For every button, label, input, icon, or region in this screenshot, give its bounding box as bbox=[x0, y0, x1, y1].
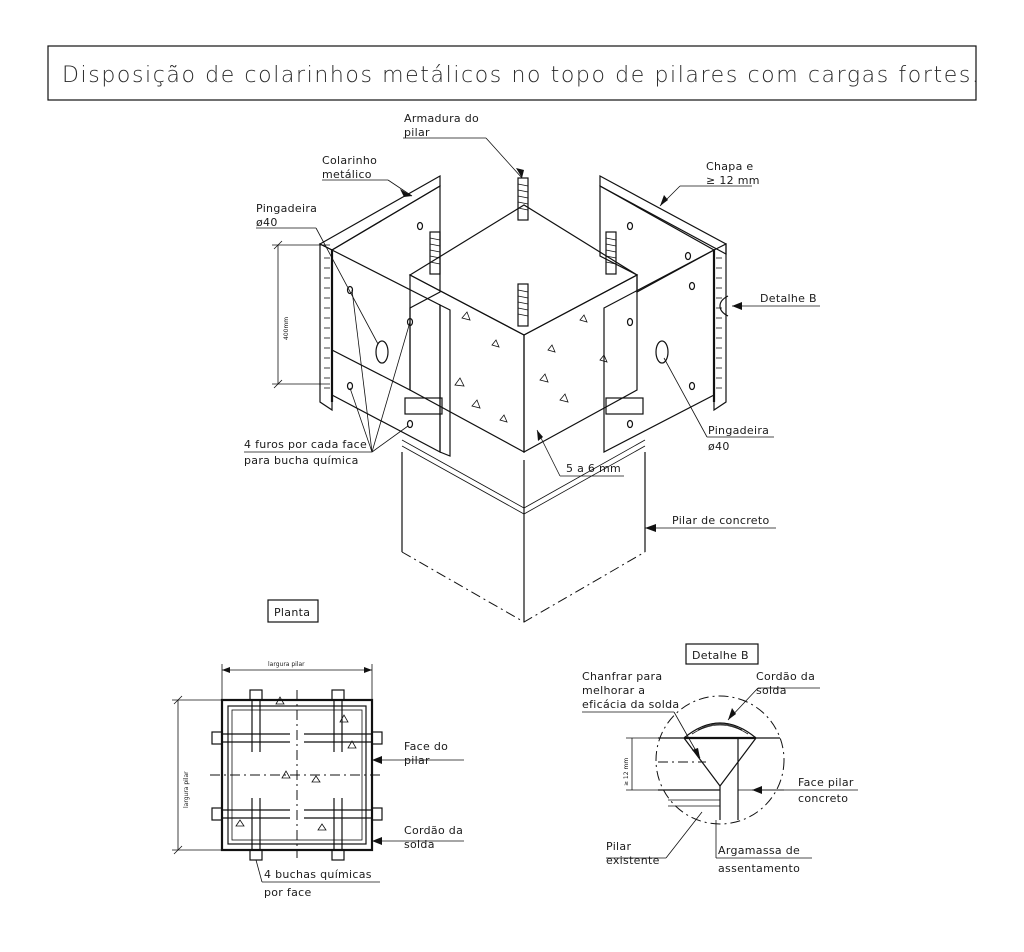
plan-view: Planta largura pilar largura pilar bbox=[172, 599, 464, 899]
column-right-face bbox=[523, 274, 638, 454]
detail-label-pilar-1: Pilar bbox=[606, 840, 631, 853]
plan-tag-box bbox=[267, 599, 319, 623]
plan-width-top: largura pilar bbox=[268, 661, 305, 668]
label-furos-1: 4 furos por cada face bbox=[244, 438, 367, 451]
plan-label-face-2: pilar bbox=[404, 754, 430, 767]
column-break-line bbox=[401, 551, 646, 623]
detail-label-face-2: concreto bbox=[798, 792, 848, 805]
detail-label-cordao-2: solda bbox=[756, 684, 787, 697]
detail-label-chanfrar-3: eficácia da solda bbox=[582, 698, 679, 711]
drip-hole-left bbox=[375, 340, 389, 364]
column-left-face bbox=[409, 274, 525, 454]
detail-label-face-1: Face pilar bbox=[798, 776, 854, 789]
label-colarinho-2: metálico bbox=[322, 168, 372, 181]
left-collar-plates bbox=[318, 174, 451, 457]
detail-label-chanfrar-1: Chanfrar para bbox=[582, 670, 662, 683]
label-pingadeira-right-2: ø40 bbox=[708, 440, 730, 453]
label-detalhe-b: Detalhe B bbox=[760, 292, 817, 305]
detail-label-pilar-2: existente bbox=[606, 854, 660, 867]
detail-b-view: Detalhe B ≥ 12 mm bbox=[582, 643, 858, 875]
detail-label-argamassa-1: Argamassa de bbox=[718, 844, 800, 857]
label-armadura-1: Armadura do bbox=[404, 112, 479, 125]
plan-label-face-1: Face do bbox=[404, 740, 448, 753]
isometric-view: 400mm Armad bbox=[244, 112, 820, 623]
label-pingadeira-left-2: ø40 bbox=[256, 216, 278, 229]
label-gap: 5 a 6 mm bbox=[566, 462, 621, 475]
label-chapa-1: Chapa e bbox=[706, 160, 753, 173]
detail-label-argamassa-2: assentamento bbox=[718, 862, 800, 875]
detail-dimension: ≥ 12 mm bbox=[623, 758, 630, 786]
title-box bbox=[47, 45, 977, 101]
detail-circle bbox=[655, 695, 785, 825]
plan-tag: Planta bbox=[274, 606, 310, 619]
plan-label-cordao-1: Cordão da bbox=[404, 824, 463, 837]
plan-label-buchas-2: por face bbox=[264, 886, 312, 899]
plan-width-left: largura pilar bbox=[183, 771, 190, 808]
detail-label-chanfrar-2: melhorar a bbox=[582, 684, 645, 697]
title-text: Disposição de colarinhos metálicos no to… bbox=[62, 63, 981, 88]
drip-hole-right bbox=[655, 340, 669, 364]
label-pingadeira-right-1: Pingadeira bbox=[708, 424, 769, 437]
detail-tag: Detalhe B bbox=[692, 649, 749, 662]
plan-label-cordao-2: solda bbox=[404, 838, 435, 851]
label-pilar-concreto: Pilar de concreto bbox=[672, 514, 770, 527]
rebar-group bbox=[429, 177, 617, 327]
right-collar-plates bbox=[599, 174, 729, 453]
label-furos-2: para bucha química bbox=[244, 454, 359, 467]
label-colarinho-1: Colarinho bbox=[322, 154, 377, 167]
detail-tag-box bbox=[685, 643, 759, 665]
label-pingadeira-left-1: Pingadeira bbox=[256, 202, 317, 215]
height-dimension: 400mm bbox=[283, 317, 290, 340]
label-chapa-2: ≥ 12 mm bbox=[706, 174, 760, 187]
label-armadura-2: pilar bbox=[404, 126, 430, 139]
plan-label-buchas-1: 4 buchas químicas bbox=[264, 868, 372, 881]
detail-b-marker bbox=[719, 295, 729, 317]
detail-label-cordao-1: Cordão da bbox=[756, 670, 815, 683]
